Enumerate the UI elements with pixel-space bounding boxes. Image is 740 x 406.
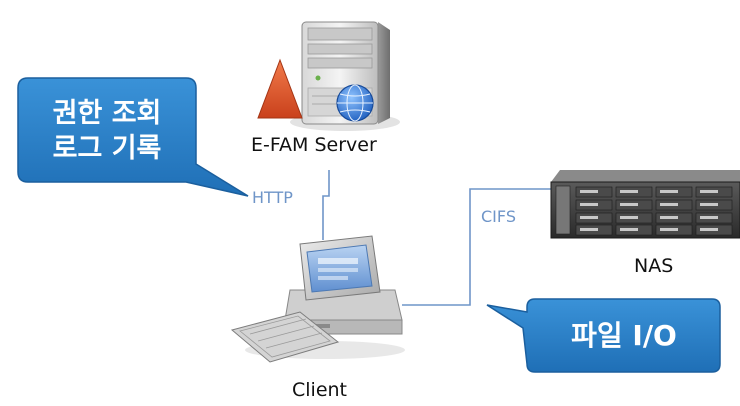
globe-icon bbox=[336, 84, 374, 122]
permission-callout-line1: 권한 조회 bbox=[52, 98, 162, 129]
cifs-connector-line bbox=[402, 188, 551, 306]
desktop-computer-icon bbox=[230, 235, 405, 363]
http-connector-line bbox=[322, 170, 330, 240]
nas-storage-icon bbox=[550, 170, 740, 239]
permission-callout-line2: 로그 기록 bbox=[52, 133, 162, 165]
client-label: Client bbox=[292, 379, 348, 401]
warning-triangle-icon bbox=[257, 58, 303, 119]
file-io-callout-text: 파일 I/O bbox=[571, 319, 677, 352]
permission-callout-shape bbox=[17, 77, 249, 197]
http-label: HTTP bbox=[252, 188, 293, 207]
nas-label: NAS bbox=[634, 255, 674, 277]
file-io-callout-shape bbox=[486, 298, 721, 373]
server-label: E-FAM Server bbox=[251, 134, 377, 156]
permission-callout-text: 권한 조회 로그 기록 bbox=[22, 96, 192, 166]
cifs-label: CIFS bbox=[481, 207, 516, 226]
